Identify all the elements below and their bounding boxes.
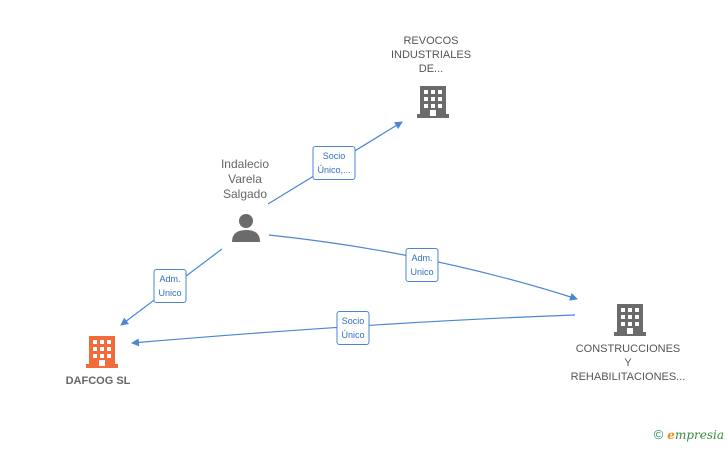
edge-label-adm-unico[interactable]: Adm. Unico: [405, 248, 439, 282]
edge-label-adm-unico[interactable]: Adm. Unico: [153, 269, 187, 303]
label-line: CONSTRUCCIONES: [575, 343, 681, 355]
node-dafcog-label: DAFCOG SL: [66, 374, 131, 388]
edge-label-socio-unico[interactable]: Socio Único,...: [312, 146, 356, 180]
label-line: Y: [624, 357, 632, 369]
building-icon[interactable]: [614, 302, 646, 336]
label-line: REHABILITACIONES...: [570, 371, 686, 383]
edge-label-line: Adm.: [411, 253, 433, 263]
node-indalecio-label: Indalecio Varela Salgado: [221, 157, 269, 202]
edge-label-line: Unico: [158, 288, 182, 298]
label-line: REVOCOS: [403, 35, 459, 47]
edge-label-line: Unico: [410, 267, 434, 277]
edge-label-line: Único: [341, 330, 365, 340]
node-construcciones-label: CONSTRUCCIONES Y REHABILITACIONES...: [571, 342, 686, 384]
brand-e: e: [667, 427, 675, 442]
edge-label-line: Socio: [341, 316, 365, 326]
label-line: DAFCOG SL: [65, 375, 131, 387]
person-icon[interactable]: [231, 212, 261, 242]
building-icon[interactable]: [417, 84, 449, 118]
node-revocos-label: REVOCOS INDUSTRIALES DE...: [391, 34, 471, 76]
edge-label-line: Único,...: [317, 165, 351, 175]
edge-label-socio-unico[interactable]: Socio Único: [336, 311, 370, 345]
label-line: Varela: [228, 172, 262, 186]
edge-label-line: Socio: [322, 151, 346, 161]
label-line: DE...: [418, 63, 444, 75]
label-line: Indalecio: [220, 157, 270, 171]
label-line: INDUSTRIALES: [390, 49, 472, 61]
copyright-icon: ©: [653, 427, 664, 442]
label-line: Salgado: [222, 187, 268, 201]
brand-rest: mpresia: [674, 427, 724, 442]
edge-label-line: Adm.: [159, 274, 181, 284]
building-icon[interactable]: [86, 334, 118, 368]
brand-logo[interactable]: © empresia: [654, 427, 724, 442]
brand-wordmark: empresia: [667, 428, 724, 442]
